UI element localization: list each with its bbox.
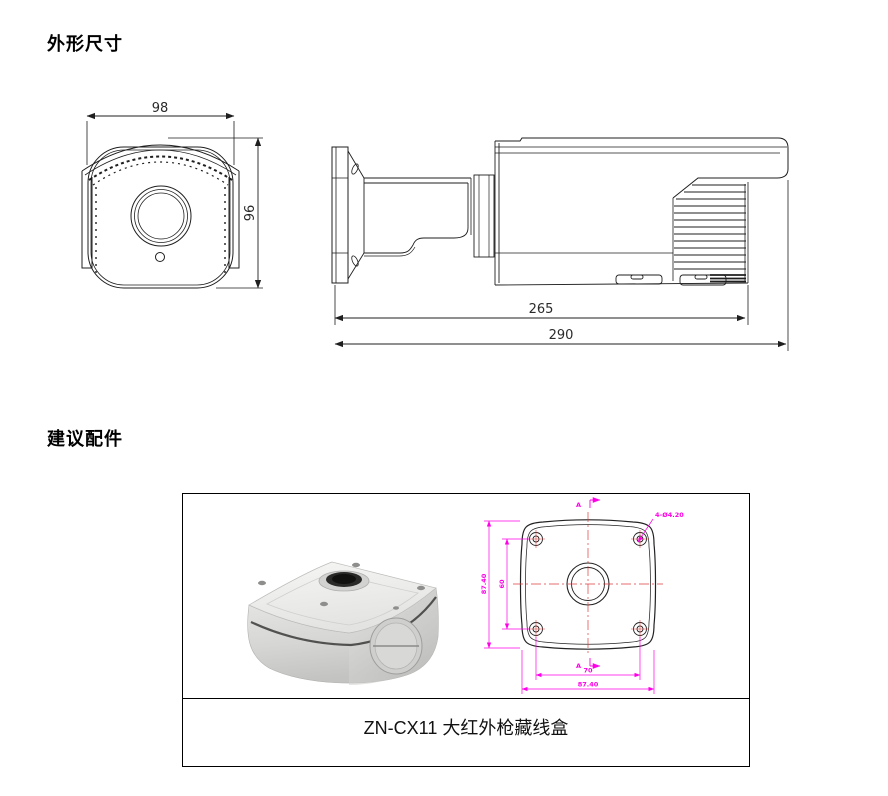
accessory-caption: ZN-CX11 大红外枪藏线盒: [363, 718, 569, 738]
section-marker-bottom-flag: [589, 658, 600, 666]
part-centerlines: [513, 512, 663, 656]
front-width-label: 98: [152, 101, 169, 116]
front-width-dimension: [86, 112, 235, 165]
lens-ring-outer: [130, 185, 192, 247]
side-knockout: [369, 617, 423, 675]
shield-vent-dashes: [88, 155, 233, 181]
junction-box-photo: [247, 561, 439, 685]
hole-centerlines: [527, 530, 649, 638]
side-length-dimension: [334, 285, 749, 325]
accessory-caption-area: ZN-CX11 大红外枪藏线盒: [183, 699, 749, 766]
camera-side-view-drawing: [331, 137, 789, 351]
accessory-figure-box: A A: [182, 493, 750, 767]
section-marker-top-flag: [589, 500, 600, 508]
fins-dark-end: [710, 274, 746, 283]
section-heading-dimensions: 外形尺寸: [47, 34, 123, 54]
lid-screw-holes: [258, 562, 425, 610]
heatsink-fins: [674, 184, 746, 270]
box-lid: [248, 561, 437, 634]
section-label-top: A: [576, 501, 581, 509]
side-overall-label: 290: [549, 328, 574, 343]
section-heading-accessories: 建议配件: [47, 429, 123, 449]
camera-front-view-drawing: [81, 112, 263, 289]
front-height-dimension: [168, 137, 263, 289]
lens-ring-inner: [137, 192, 185, 240]
front-height-label: 96: [243, 205, 258, 222]
side-length-label: 265: [529, 302, 554, 317]
width-dim-label: 87.40: [578, 681, 599, 689]
camera-dimensions-figure: 98 96: [81, 101, 789, 351]
holes-note-label: 4-Ø4.20: [655, 511, 684, 519]
section-label-bottom: A: [576, 662, 581, 670]
junction-box-dimension-drawing: A A: [480, 496, 684, 694]
hole-spacing-v-label: 60: [498, 579, 506, 589]
front-led-hole: [155, 252, 165, 262]
lid-body-seam: [250, 596, 437, 647]
bottom-clips: [615, 274, 727, 286]
height-dim-label: 87.40: [480, 573, 488, 594]
accessory-figure-area: A A: [183, 494, 749, 699]
side-overall-dimension: [334, 180, 789, 351]
dimension-lines: [484, 518, 655, 694]
hole-spacing-h-label: 70: [583, 667, 593, 675]
